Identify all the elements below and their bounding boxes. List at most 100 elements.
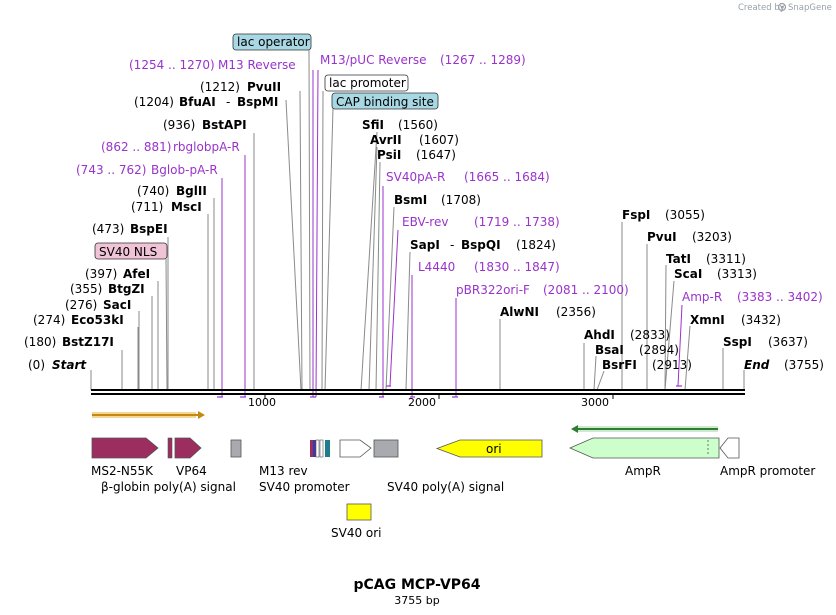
site-pos: (274) xyxy=(33,313,65,327)
site-name[interactable]: AvrII xyxy=(370,133,402,147)
site-pos: (1708) xyxy=(441,193,481,207)
primer-name[interactable]: SV40pA-R xyxy=(386,170,445,184)
site-name[interactable]: XmnI xyxy=(690,313,725,327)
site-name[interactable]: BstZ17I xyxy=(62,335,114,349)
svg-text:(473)BspEI: (473)BspEI xyxy=(92,222,168,236)
site-pos: (740) xyxy=(137,184,169,198)
primer-name[interactable]: pBR322ori-F xyxy=(456,283,530,297)
feature-sv40-nls-block[interactable] xyxy=(167,437,173,459)
lac-operator-label[interactable]: lac operator xyxy=(232,33,312,51)
site-pos: (2356) xyxy=(556,305,596,319)
site-name[interactable]: MscI xyxy=(171,200,202,214)
site-name[interactable]: SspI xyxy=(723,335,752,349)
end-pos: (3755) xyxy=(784,358,824,372)
site-pos: (3637) xyxy=(768,335,808,349)
feature-ampr[interactable] xyxy=(568,437,720,459)
svg-text:(740)BglII: (740) BglII xyxy=(137,184,207,198)
primer-name[interactable]: EBV-rev xyxy=(402,215,448,229)
svg-text:(274)Eco53kI: (274) Eco53kI xyxy=(33,313,124,327)
primer-range: (1254 .. 1270) xyxy=(129,58,215,72)
feature-ms2-n55k[interactable] xyxy=(91,437,159,459)
primer-name[interactable]: Bglob-pA-R xyxy=(151,163,218,177)
site-name[interactable]: PvuI xyxy=(647,230,677,244)
site-name-2[interactable]: BspMI xyxy=(237,95,278,109)
cap-site-label[interactable]: CAP binding site xyxy=(331,92,439,110)
site-name[interactable]: ScaI xyxy=(674,267,702,281)
svg-text:(276)SacI: (276) SacI xyxy=(65,298,131,312)
site-name[interactable]: BsrFI xyxy=(602,358,637,372)
label-vp64: VP64 xyxy=(176,464,207,478)
site-name[interactable]: AlwNI xyxy=(500,305,539,319)
lac-promoter-label[interactable]: lac promoter xyxy=(324,74,409,92)
site-name[interactable]: SapI xyxy=(410,238,440,252)
site-name[interactable]: BstAPI xyxy=(202,118,247,132)
primer-leader-lines xyxy=(221,69,683,398)
svg-text:PvuI(3203): PvuI(3203) xyxy=(647,230,732,244)
label-ms2-n55k: MS2-N55K xyxy=(91,464,154,478)
svg-text:(711)MscI: (711)MscI xyxy=(131,200,202,214)
site-pos: (936) xyxy=(163,118,195,132)
site-name[interactable]: PsiI xyxy=(377,148,401,162)
site-name[interactable]: SfiI xyxy=(362,118,384,132)
site-name[interactable]: BspEI xyxy=(130,222,168,236)
primer-name[interactable]: Amp-R xyxy=(682,290,722,304)
svg-text:L4440(1830 .. 1847): L4440 (1830 .. 1847) xyxy=(418,260,560,274)
svg-text:CAP binding site: CAP binding site xyxy=(336,95,434,109)
svg-text:(1212)PvuII: (1212)PvuII xyxy=(200,80,281,94)
site-name[interactable]: SacI xyxy=(103,298,131,312)
feature-ampr-promoter[interactable] xyxy=(719,437,740,459)
site-name[interactable]: Eco53kI xyxy=(71,313,124,327)
svg-text:BsaI(2894): BsaI (2894) xyxy=(595,343,679,357)
svg-text:AvrII(1607): AvrII(1607) xyxy=(370,133,459,147)
site-name-2[interactable]: BspQI xyxy=(461,238,501,252)
svg-text:SfiI(1560): SfiI (1560) xyxy=(362,118,438,132)
site-pos: (355) xyxy=(70,282,102,296)
feature-bglobin-polya[interactable] xyxy=(230,439,242,458)
site-name[interactable]: FspI xyxy=(622,208,650,222)
site-name[interactable]: AhdI xyxy=(584,328,615,342)
site-pos: (2894) xyxy=(639,343,679,357)
feature-lac-cluster[interactable] xyxy=(310,439,324,458)
start-pos: (0) xyxy=(28,358,45,372)
site-pos: (1824) xyxy=(516,238,556,252)
ruler-tick-2000: 2000 xyxy=(408,396,436,409)
site-leader-lines xyxy=(90,49,745,391)
svg-text:lac operator: lac operator xyxy=(237,35,310,49)
svg-text:Amp-R(3383 .. 3402): Amp-R(3383 .. 3402) xyxy=(682,290,823,304)
site-name[interactable]: TatI xyxy=(666,252,691,266)
site-pos: (276) xyxy=(65,298,97,312)
primer-name[interactable]: rbglobpA-R xyxy=(173,140,240,154)
primer-name[interactable]: L4440 xyxy=(418,260,455,274)
svg-text:XmnI(3432): XmnI(3432) xyxy=(690,313,781,327)
site-name[interactable]: BtgZI xyxy=(108,282,145,296)
primer-name[interactable]: M13/pUC Reverse xyxy=(320,53,427,67)
site-name[interactable]: PvuII xyxy=(247,80,281,94)
site-name[interactable]: BsmI xyxy=(394,193,427,207)
site-pos: (1560) xyxy=(398,118,438,132)
site-pos: (397) xyxy=(85,267,117,281)
feature-teal-marker[interactable] xyxy=(325,440,330,457)
svg-text:AhdI(2833): AhdI(2833) xyxy=(584,328,670,342)
feature-ori[interactable]: ori xyxy=(435,439,543,458)
svg-text:SspI(3637): SspI (3637) xyxy=(723,335,808,349)
site-pos: (3055) xyxy=(665,208,705,222)
site-name[interactable]: AfeI xyxy=(123,267,150,281)
site-name[interactable]: BfuAI xyxy=(179,95,216,109)
svg-text:PsiI(1647): PsiI(1647) xyxy=(377,148,456,162)
backbone xyxy=(91,389,745,399)
sv40-nls-label[interactable]: SV40 NLS xyxy=(94,242,168,260)
site-name[interactable]: BsaI xyxy=(595,343,624,357)
primer-name[interactable]: M13 Reverse xyxy=(218,58,296,72)
primer-range: (1267 .. 1289) xyxy=(440,53,526,67)
feature-sv40-promoter[interactable] xyxy=(339,439,372,458)
mid-sites: SfiI (1560) AvrII(1607) PsiI(1647) BsmI (1… xyxy=(362,118,596,319)
svg-text:(936)BstAPI: (936) BstAPI xyxy=(163,118,247,132)
feature-sv40-polya[interactable] xyxy=(373,439,399,458)
svg-text:TatI(3311): TatI(3311) xyxy=(666,252,746,266)
feature-sv40-ori[interactable] xyxy=(346,503,372,521)
svg-text:(862 .. 881)rbglobpA-R: (862 .. 881)rbglobpA-R xyxy=(101,140,240,154)
primer-range: (1830 .. 1847) xyxy=(474,260,560,274)
site-name[interactable]: BglII xyxy=(176,184,207,198)
svg-text:(180)BstZ17I: (180)BstZ17I xyxy=(24,335,114,349)
feature-vp64[interactable] xyxy=(174,437,202,459)
